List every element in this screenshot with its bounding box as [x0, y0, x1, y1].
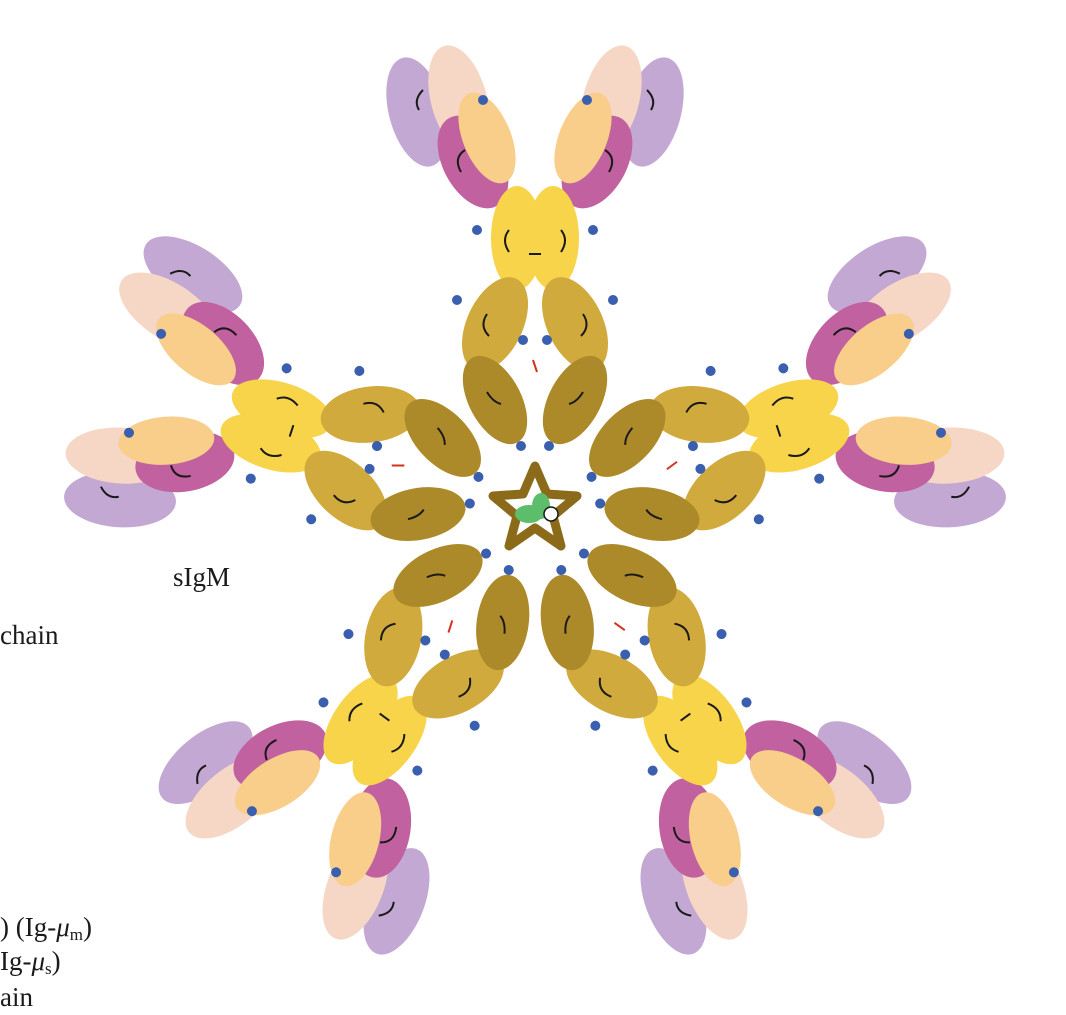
label-ig-mu-s-symbol: μ — [31, 946, 45, 976]
label-ig-mu-s: Ig-μs) — [0, 948, 61, 977]
label-ig-mu-m-suffix: ) — [83, 912, 92, 942]
monomer-arm-1 — [375, 39, 694, 455]
label-ig-mu-s-sub: s — [45, 959, 52, 978]
label-ig-mu-m-prefix: ) (Ig- — [0, 912, 56, 942]
label-ig-mu-s-prefix: Ig- — [0, 946, 31, 976]
label-ain: ain — [0, 984, 33, 1011]
label-ig-mu-m: ) (Ig-μm) — [0, 914, 92, 943]
label-ig-mu-m-sub: m — [70, 925, 83, 944]
label-chain: chain — [0, 622, 58, 649]
label-sigm: sIgM — [173, 564, 230, 591]
label-ig-mu-m-symbol: μ — [56, 912, 70, 942]
label-ig-mu-s-suffix: ) — [52, 946, 61, 976]
